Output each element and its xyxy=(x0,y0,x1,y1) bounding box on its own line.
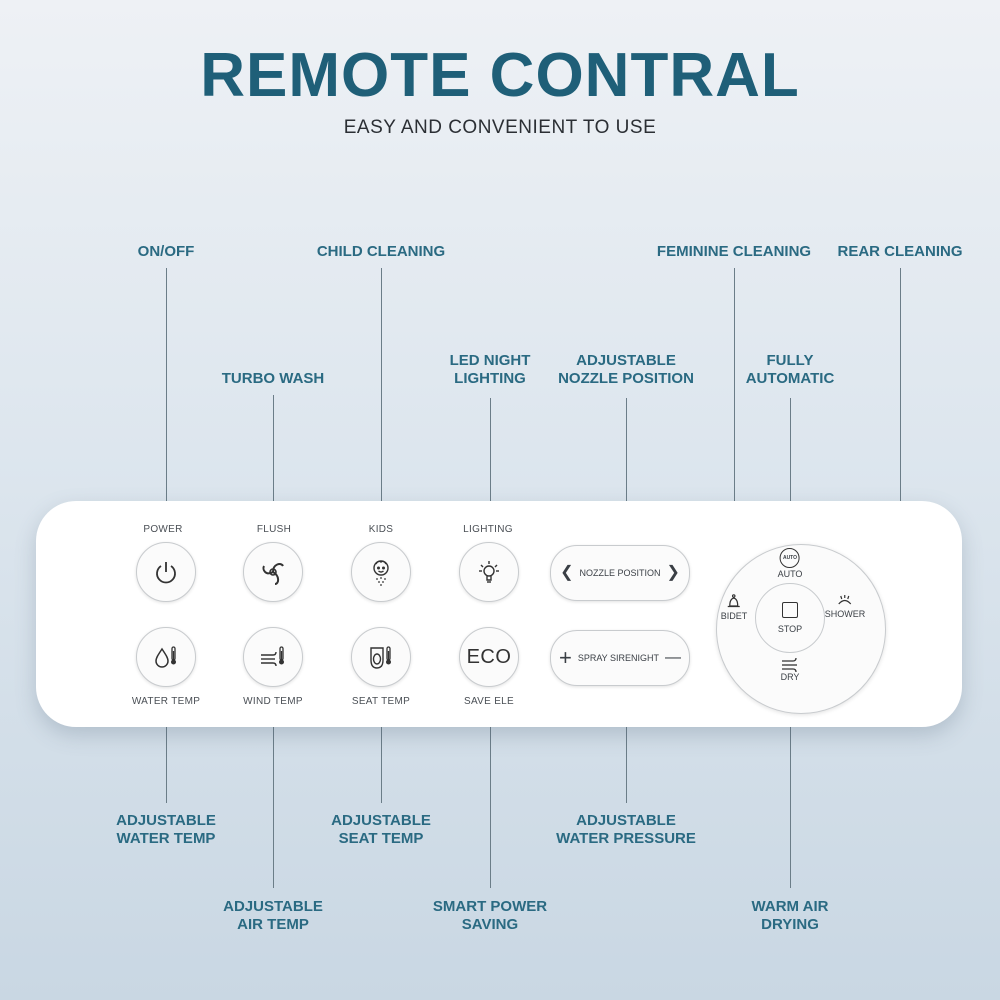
kids-label: KIDS xyxy=(368,524,394,535)
callout-on-off: ON/OFF xyxy=(137,243,195,260)
bell-icon xyxy=(727,594,740,608)
wind-temp-label: WIND TEMP xyxy=(243,696,303,707)
chevron-left-icon[interactable]: ❮ xyxy=(560,564,574,581)
eco-icon: ECO xyxy=(466,645,512,668)
callout-rear-cleaning: REAR CLEANING xyxy=(837,243,963,260)
shower-label: SHOWER xyxy=(824,609,866,619)
plus-icon[interactable]: + xyxy=(558,645,572,670)
water-drop-thermometer-icon xyxy=(155,646,176,668)
page-title: REMOTE CONTRAL xyxy=(200,41,800,110)
wind-thermometer-icon xyxy=(261,646,284,667)
kids-button[interactable] xyxy=(351,542,411,602)
auto-label: AUTO xyxy=(777,569,803,579)
bidet-label: BIDET xyxy=(720,611,748,621)
callout-feminine-cleaning: FEMININE CLEANING xyxy=(656,243,812,260)
child-icon xyxy=(373,560,389,586)
chevron-right-icon[interactable]: ❯ xyxy=(666,564,680,581)
shower-button[interactable]: SHOWER xyxy=(824,593,866,619)
eco-button[interactable]: ECO xyxy=(459,627,519,687)
power-label: POWER xyxy=(143,524,183,535)
water-temp-button[interactable] xyxy=(136,627,196,687)
seat-temp-button[interactable] xyxy=(351,627,411,687)
dry-label: DRY xyxy=(780,672,800,682)
spray-label: SPRAY SIRENIGHT xyxy=(577,653,660,663)
callout-child-cleaning: CHILD CLEANING xyxy=(316,243,446,260)
auto-icon: AUTO xyxy=(780,548,800,568)
nozzle-position-button[interactable]: ❮ NOZZLE POSITION ❯ xyxy=(550,545,690,601)
lighting-button[interactable] xyxy=(459,542,519,602)
lighting-label: LIGHTING xyxy=(463,524,513,535)
wind-icon xyxy=(782,657,797,672)
shower-icon xyxy=(838,595,852,605)
power-button[interactable] xyxy=(136,542,196,602)
flush-button[interactable] xyxy=(243,542,303,602)
water-temp-label: WATER TEMP xyxy=(131,696,201,707)
minus-icon[interactable]: — xyxy=(665,649,682,666)
stop-icon xyxy=(782,602,798,618)
wind-temp-button[interactable] xyxy=(243,627,303,687)
seat-thermometer-icon xyxy=(370,646,391,669)
power-icon xyxy=(156,562,176,584)
stop-button[interactable]: STOP xyxy=(755,583,825,653)
dry-button[interactable]: DRY xyxy=(780,656,800,682)
spray-strength-button[interactable]: + SPRAY SIRENIGHT — xyxy=(550,630,690,686)
seat-temp-label: SEAT TEMP xyxy=(351,696,411,707)
bidet-button[interactable]: BIDET xyxy=(720,593,748,621)
lightbulb-icon xyxy=(479,561,499,583)
swirl-icon xyxy=(262,563,284,585)
callout-turbo-wash: TURBO WASH xyxy=(221,370,325,387)
stop-label: STOP xyxy=(777,624,803,634)
nozzle-position-label: NOZZLE POSITION xyxy=(579,568,661,578)
auto-button[interactable]: AUTO AUTO xyxy=(777,548,803,579)
flush-label: FLUSH xyxy=(256,524,292,535)
save-ele-label: SAVE ELE xyxy=(463,696,515,707)
page-subtitle: EASY AND CONVENIENT TO USE xyxy=(343,117,657,138)
